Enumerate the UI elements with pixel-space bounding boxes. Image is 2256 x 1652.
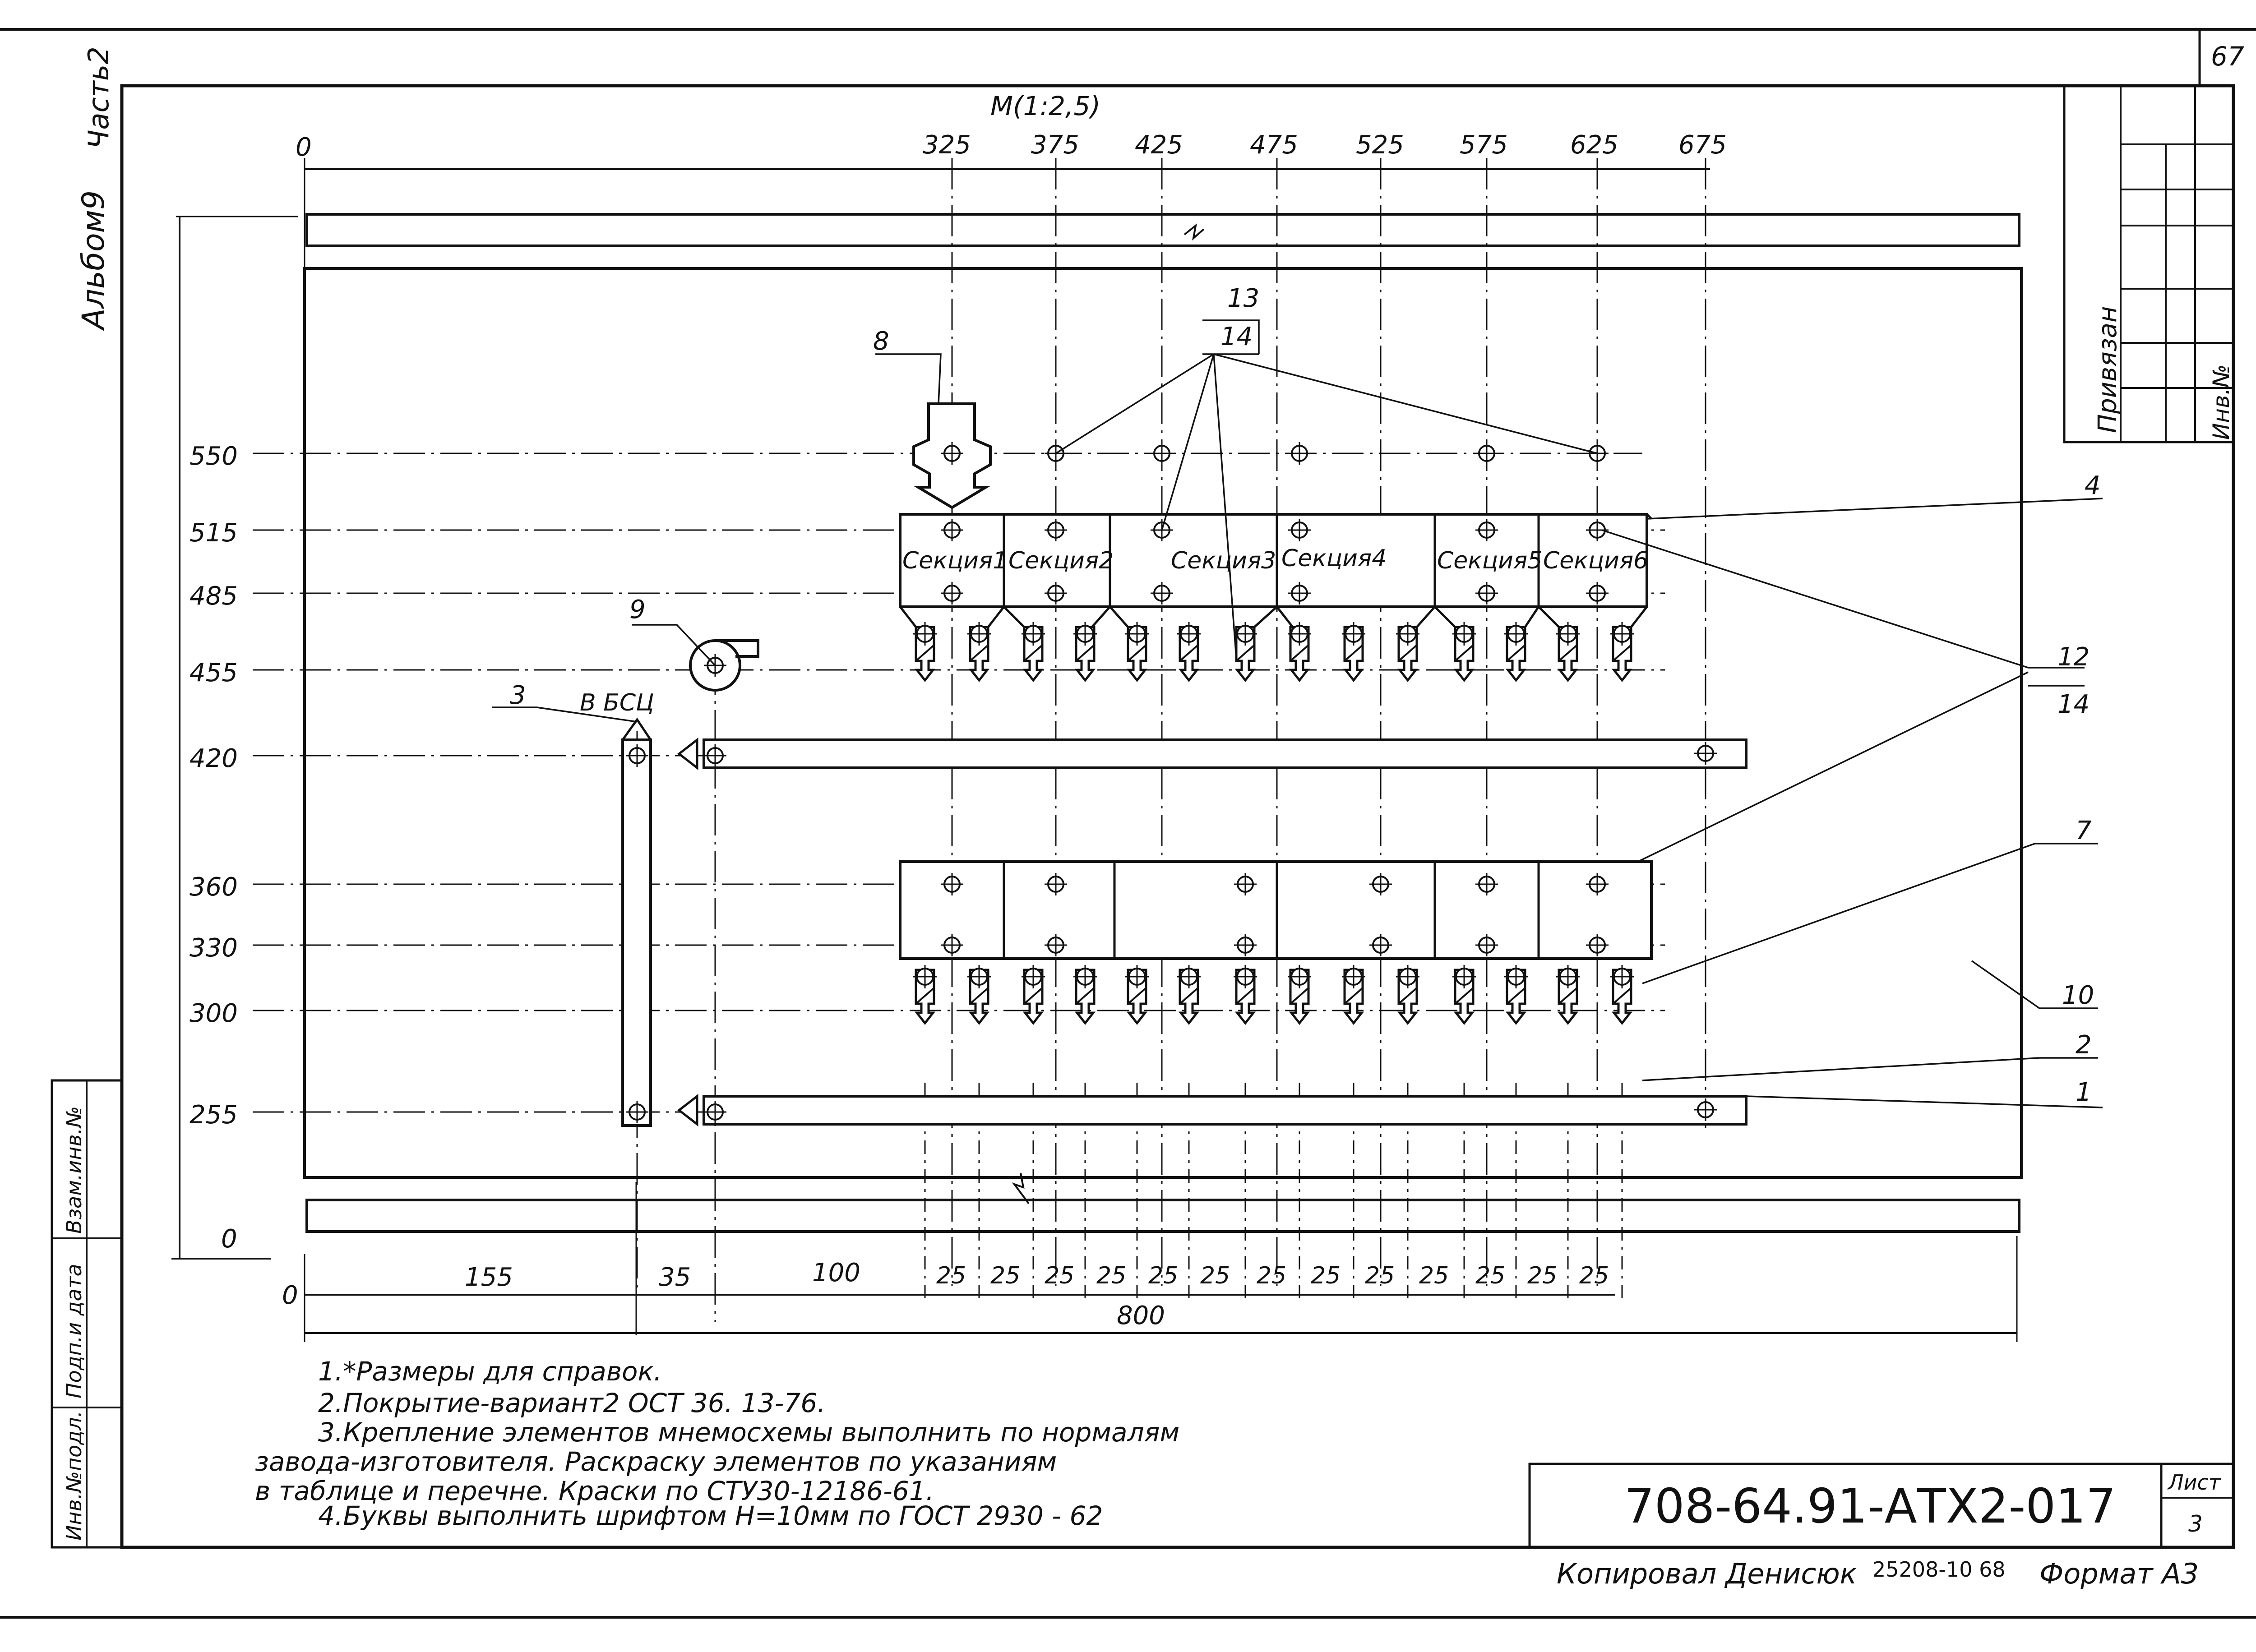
dim-left-360: 360 xyxy=(190,872,238,902)
section-3-label: Секция3 xyxy=(1171,547,1276,574)
scale-label: М(1:2,5) xyxy=(990,91,1100,121)
dim-bottom-25: 25 xyxy=(936,1262,966,1289)
top-dimension-line xyxy=(304,158,1710,271)
album-label: Альбом9 xyxy=(76,190,111,331)
section-5-label: Секция5 xyxy=(1437,547,1542,574)
callout-3: 3 xyxy=(510,681,526,710)
bottom-dimension-lines xyxy=(304,1182,2018,1342)
left-dimension-line xyxy=(171,216,298,1260)
panel-body xyxy=(303,267,2023,1179)
vertical-pipe-to-bsc xyxy=(621,717,652,1127)
note-line-2: 2.Покрытие-вариант2 ОСТ 36. 13-76. xyxy=(318,1388,826,1418)
dim-bottom-25: 25 xyxy=(1527,1262,1557,1289)
side-sign-date: Подп.и дата xyxy=(62,1264,86,1398)
dim-bottom-800: 800 xyxy=(1117,1301,1165,1330)
callout-10: 10 xyxy=(2062,981,2094,1010)
callout-12: 12 xyxy=(2057,642,2090,672)
callout-7: 7 xyxy=(2076,816,2092,845)
copied-by: Копировал Денисюк xyxy=(1557,1557,1857,1590)
dim-top-0: 0 xyxy=(296,133,312,162)
callout-14: 14 xyxy=(1220,322,1253,351)
dim-left-330: 330 xyxy=(190,933,238,963)
side-replace-inv: Взам.инв.№ xyxy=(62,1106,86,1234)
dim-bottom-0: 0 xyxy=(282,1281,298,1310)
element-9-blower xyxy=(689,639,759,692)
upper-valves xyxy=(913,622,1634,680)
dim-bottom-25: 25 xyxy=(1311,1262,1341,1289)
dim-top-325: 325 xyxy=(923,130,971,160)
rail-420 xyxy=(677,737,1747,771)
side-inv-orig: Инв.№подл. xyxy=(62,1411,86,1541)
dim-bottom-100: 100 xyxy=(812,1258,860,1287)
section-2-label: Секция2 xyxy=(1008,547,1114,574)
dim-bottom-25: 25 xyxy=(1579,1262,1609,1289)
dim-top-625: 625 xyxy=(1570,130,1618,160)
dim-bottom-35: 35 xyxy=(659,1263,691,1292)
dim-bottom-25: 25 xyxy=(1045,1262,1074,1289)
dim-bottom-155: 155 xyxy=(465,1263,513,1292)
dim-bottom-25: 25 xyxy=(1257,1262,1286,1289)
sheet-texts: 67 М(1:2,5) Привязан Инв.№ Альбом9 Часть… xyxy=(62,41,2244,1590)
callout-9: 9 xyxy=(629,595,646,624)
dim-left-0: 0 xyxy=(221,1224,237,1254)
note-line-1: 1.*Размеры для справок. xyxy=(318,1356,662,1387)
sheet-number: 3 xyxy=(2188,1511,2203,1537)
stamp-privyazan: Привязан xyxy=(2093,306,2122,433)
dim-top-375: 375 xyxy=(1031,130,1079,160)
callout-14: 14 xyxy=(2057,690,2090,719)
dim-top-575: 575 xyxy=(1460,130,1508,160)
dim-top-525: 525 xyxy=(1356,130,1404,160)
dim-bottom-25: 25 xyxy=(1475,1262,1505,1289)
format-label: Формат А3 xyxy=(2039,1557,2199,1590)
dim-top-675: 675 xyxy=(1678,130,1727,160)
callout-8: 8 xyxy=(873,327,889,356)
sheet-label: Лист xyxy=(2167,1470,2221,1495)
dim-bottom-25: 25 xyxy=(1419,1262,1449,1289)
leader-lines xyxy=(492,319,2103,1108)
dim-left-550: 550 xyxy=(190,442,238,471)
section-4-label: Секция4 xyxy=(1281,545,1387,572)
dim-bottom-25: 25 xyxy=(1365,1262,1395,1289)
dim-bottom-25: 25 xyxy=(1148,1262,1178,1289)
callout-4: 4 xyxy=(2085,471,2101,500)
dim-left-300: 300 xyxy=(190,999,238,1028)
panel-bottom-strip xyxy=(305,1172,2020,1233)
side-stamp xyxy=(51,1079,123,1549)
doc-number: 708-64.91-АТХ2-017 xyxy=(1624,1479,2116,1534)
dim-left-255: 255 xyxy=(190,1100,238,1130)
stamp-inv: Инв.№ xyxy=(2208,365,2234,440)
dim-top-475: 475 xyxy=(1250,130,1298,160)
callout-2: 2 xyxy=(2076,1030,2092,1060)
note-line-3: 3.Крепление элементов мнемосхемы выполни… xyxy=(318,1417,1179,1448)
lower-section-row xyxy=(899,860,1653,960)
dim-bottom-25: 25 xyxy=(1096,1262,1126,1289)
upper-row-necks xyxy=(899,606,1648,628)
element-8-pump xyxy=(912,402,992,509)
note-line-5: в таблице и перечне. Краски по СТУ30-121… xyxy=(255,1476,934,1506)
title-stamp-top xyxy=(2063,84,2235,443)
section-6-label: Секция6 xyxy=(1543,547,1648,574)
lower-valves xyxy=(913,965,1634,1023)
dim-top-425: 425 xyxy=(1135,130,1183,160)
panel-top-strip xyxy=(305,213,2020,247)
rail-255 xyxy=(677,1094,1747,1127)
dim-left-485: 485 xyxy=(190,581,238,611)
title-block xyxy=(1528,1463,2235,1549)
note-line-6: 4.Буквы выполнить шрифтом Н=10мм по ГОСТ… xyxy=(318,1500,1103,1531)
page-number: 67 xyxy=(2211,41,2244,72)
dim-bottom-25: 25 xyxy=(1200,1262,1230,1289)
sheet-frame xyxy=(0,28,2256,1619)
dim-bottom-25: 25 xyxy=(990,1262,1020,1289)
note-line-4: завода-изготовителя. Раскраску элементов… xyxy=(255,1446,1057,1477)
dim-left-455: 455 xyxy=(190,658,238,688)
copy-code: 25208-10 68 xyxy=(1872,1557,2006,1582)
dim-left-515: 515 xyxy=(190,518,238,548)
label-to-bsc: В БСЦ xyxy=(580,689,654,716)
callout-1: 1 xyxy=(2076,1078,2092,1107)
part-label: Часть2 xyxy=(82,46,115,149)
section-1-label: Секция1 xyxy=(902,547,1008,574)
dim-left-420: 420 xyxy=(190,744,238,773)
callout-13: 13 xyxy=(1227,284,1259,313)
